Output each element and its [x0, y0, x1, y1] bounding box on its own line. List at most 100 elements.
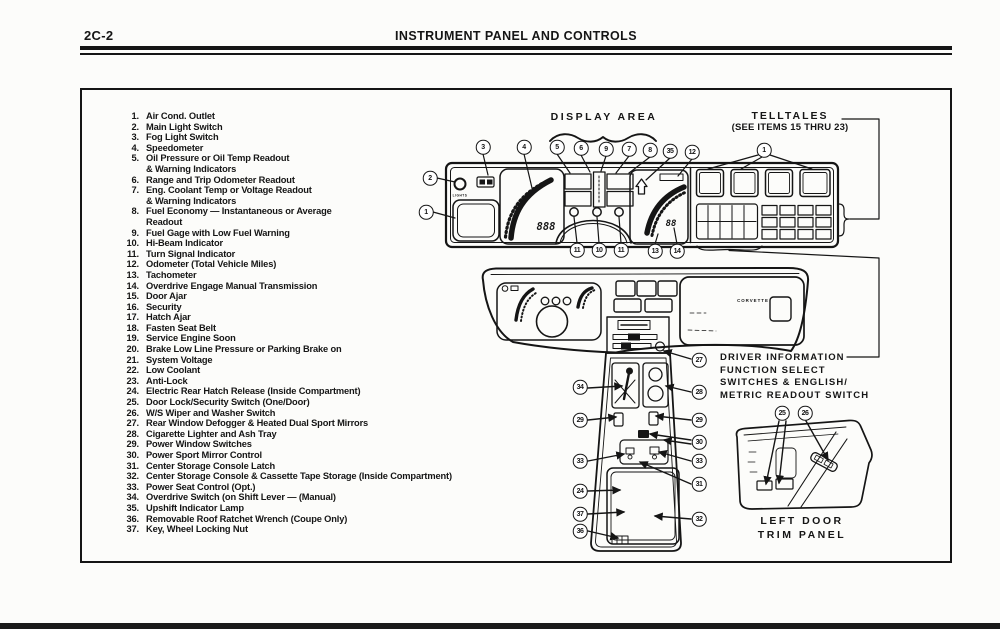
instrument-cluster-diagram	[444, 161, 840, 249]
legend-item-text: Overdrive Engage Manual Transmission	[146, 280, 318, 291]
legend-item-number: 6.	[131, 174, 140, 185]
door-lock-switch	[756, 480, 773, 491]
legend-item: 35. Upshift Indicator Lamp	[118, 503, 528, 514]
glove-box	[679, 276, 805, 346]
legend-item: 5.Oil Pressure or Oil Temp Readout& Warn…	[118, 153, 528, 174]
corvette-script: CORVETTE	[737, 298, 769, 303]
legend-item-text: W/S Wiper and Washer Switch	[146, 407, 276, 418]
left-door-label: LEFT DOOR TRIM PANEL	[742, 515, 862, 542]
callout-3: 3	[475, 139, 491, 155]
legend-item-number: 24.	[126, 386, 140, 397]
legend-item: 23. Anti-Lock	[118, 376, 528, 387]
legend-item: 20.Brake Low Line Pressure or Parking Br…	[118, 344, 528, 355]
scan-edge	[0, 623, 1000, 629]
callout-7: 7	[621, 141, 637, 157]
speedometer-digits: 888	[537, 221, 556, 233]
legend-item-text: Cigarette Lighter and Ash Tray	[146, 428, 277, 439]
legend-item: 26.W/S Wiper and Washer Switch	[118, 408, 528, 419]
legend-item-text: Speedometer	[146, 142, 204, 153]
callout-35: 35	[662, 143, 678, 159]
legend-item-number: 9.	[131, 227, 140, 238]
legend-item: 3.Fog Light Switch	[118, 132, 528, 143]
lights-label: LIGHTS	[453, 194, 468, 198]
legend-item: 6. Range and Trip Odometer Readout	[118, 175, 528, 186]
callout-33: 33	[572, 453, 588, 469]
callout-34: 34	[572, 379, 588, 395]
callout-14: 14	[669, 243, 685, 259]
legend-item-text: Eng. Coolant Temp or Voltage Readout& Wa…	[146, 185, 312, 206]
legend-item-number: 2.	[131, 121, 140, 132]
legend-item-number: 29.	[126, 439, 140, 450]
callout-11: 11	[613, 242, 629, 258]
legend-item-number: 10.	[126, 238, 140, 249]
legend-item-text: Upshift Indicator Lamp	[146, 502, 244, 513]
console-storage-door	[606, 467, 680, 545]
door-switch-cluster	[775, 447, 797, 479]
header-rule-thin	[80, 53, 952, 55]
legend-item-text: Anti-Lock	[146, 375, 188, 386]
legend-item: 28.Cigarette Lighter and Ash Tray	[118, 429, 528, 440]
legend-item-number: 4.	[131, 142, 140, 153]
legend-item-number: 20.	[126, 344, 140, 355]
legend-item-text: Tachometer	[146, 269, 197, 280]
leader-brackets	[549, 118, 880, 358]
legend-item-text: Main Light Switch	[146, 121, 223, 132]
display-area-label: DISPLAY AREA	[550, 111, 658, 123]
legend-item-text: Key, Wheel Locking Nut	[146, 524, 248, 535]
center-vents	[613, 280, 678, 313]
dashboard-diagram	[481, 267, 810, 354]
callout-25: 25	[774, 405, 790, 421]
legend-item: 22.Low Coolant	[118, 365, 528, 376]
door-security-switch	[775, 478, 794, 490]
callout-6: 6	[573, 140, 589, 156]
callout-29: 29	[691, 412, 707, 428]
callout-33: 33	[691, 453, 707, 469]
left-door-line: TRIM PANEL	[757, 528, 847, 541]
shift-lever	[611, 362, 640, 409]
legend-item-number: 23.	[126, 375, 140, 386]
page-code: 2C-2	[84, 28, 114, 43]
legend-item: 4. Speedometer	[118, 143, 528, 154]
legend-item: 37.Key, Wheel Locking Nut	[118, 524, 528, 535]
legend-item: 15.Door Ajar	[118, 291, 528, 302]
legend-item-text: Odometer (Total Vehicle Miles)	[146, 259, 277, 270]
legend-item-text: Electric Rear Hatch Release (Inside Comp…	[146, 386, 361, 397]
radio	[606, 316, 670, 354]
callout-arrows	[587, 349, 829, 541]
callout-31: 31	[691, 476, 707, 492]
legend-item: 7.Eng. Coolant Temp or Voltage Readout& …	[118, 185, 528, 206]
callout-5: 5	[549, 139, 565, 155]
side-vent	[695, 203, 759, 240]
legend-item-text: Center Storage Console & Cassette Tape S…	[146, 471, 452, 482]
legend-item-number: 1.	[131, 111, 140, 121]
driver-info-line: METRIC READOUT SWITCH	[720, 389, 870, 401]
legend-item: 8.Fuel Economy — Instantaneous or Averag…	[118, 206, 528, 227]
legend-item: 16. Security	[118, 302, 528, 313]
legend-item-number: 22.	[126, 365, 140, 376]
legend-item-text: Security	[146, 301, 182, 312]
legend-item: 2. Main Light Switch	[118, 122, 528, 133]
speedometer	[499, 168, 565, 245]
legend-item-number: 16.	[126, 301, 140, 312]
callout-27: 27	[691, 352, 707, 368]
callout-29: 29	[572, 412, 588, 428]
legend-item: 17.Hatch Ajar	[118, 312, 528, 323]
figure-border	[80, 88, 952, 563]
window-switch-right	[648, 411, 659, 426]
legend-item-text: Turn Signal Indicator	[146, 248, 236, 259]
legend-item-text: Power Seat Control (Opt.)	[146, 481, 256, 492]
callout-1: 1	[418, 204, 434, 220]
legend-item: 1.Air Cond. Outlet	[118, 111, 528, 122]
legend-item: 12.Odometer (Total Vehicle Miles)	[118, 259, 528, 270]
legend-item-number: 5.	[131, 153, 140, 164]
callout-9: 9	[598, 141, 614, 157]
legend-item-number: 3.	[131, 132, 140, 143]
diagram-canvas: LIGHTS CORVETTE 888 88	[432, 118, 880, 552]
odometer-readout	[659, 173, 684, 181]
legend-item-number: 13.	[126, 269, 140, 280]
tachometer-digits: 88	[666, 219, 677, 229]
legend-item-number: 35.	[126, 502, 140, 513]
legend-item-text: Range and Trip Odometer Readout	[146, 174, 295, 185]
legend-item-number: 21.	[126, 354, 140, 365]
